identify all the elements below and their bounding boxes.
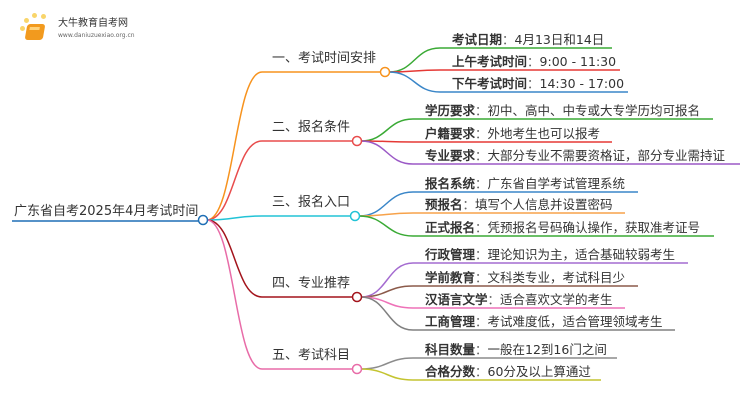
branch-collapse-toggle[interactable] <box>349 210 361 222</box>
leaf-value: 60分及以上算通过 <box>488 364 592 379</box>
leaf-key: 工商管理 <box>425 314 476 329</box>
site-logo: 大牛教育自考网 www.daniuzuexiao.org.cn <box>18 12 168 48</box>
branch-topic[interactable]: 四、专业推荐 <box>272 276 350 291</box>
leaf-value: 考试难度低，适合管理领域考生 <box>488 314 663 329</box>
leaf-connector <box>388 71 441 93</box>
leaf-value: 外地考生也可以报考 <box>488 126 601 141</box>
branch-topic[interactable]: 三、报名入口 <box>272 194 350 210</box>
leaf-connector <box>388 47 441 73</box>
leaf-separator: ： <box>475 126 488 141</box>
branch-connector <box>206 215 263 221</box>
leaf-connector <box>360 357 414 370</box>
leaf-value: 填写个人信息并设置密码 <box>475 197 613 212</box>
leaf-separator: ： <box>488 292 501 307</box>
leaf-topic[interactable]: 汉语言文学：适合喜欢文学的考生 <box>425 292 613 307</box>
leaf-separator: ： <box>475 270 488 285</box>
leaf-separator: ： <box>475 342 488 357</box>
leaf-topic[interactable]: 下午考试时间：14:30 - 17:00 <box>452 76 624 91</box>
leaf-value: 适合喜欢文学的考生 <box>500 292 613 307</box>
leaf-topic[interactable]: 报名系统：广东省自学考试管理系统 <box>425 176 625 191</box>
leaf-key: 学历要求 <box>425 103 476 118</box>
leaf-separator: ： <box>502 32 515 47</box>
logo-url: www.daniuzuexiao.org.cn <box>58 32 135 39</box>
leaf-value: 14:30 - 17:00 <box>540 76 625 91</box>
leaf-topic[interactable]: 专业要求：大部分专业不需要资格证，部分专业需持证 <box>425 148 726 163</box>
leaf-separator: ： <box>475 220 488 235</box>
root-topic[interactable]: 广东省自考2025年4月考试时间 <box>14 204 198 219</box>
branch-connector <box>206 71 263 221</box>
leaf-topic[interactable]: 科目数量：一般在12到16门之间 <box>425 342 607 357</box>
leaf-key: 学前教育 <box>425 270 476 285</box>
leaf-topic[interactable]: 学前教育：文科类专业，考试科目少 <box>425 270 625 285</box>
leaf-separator: ： <box>475 148 488 163</box>
logo-dot <box>32 13 37 18</box>
leaf-key: 正式报名 <box>425 220 475 235</box>
logo-dot <box>24 18 29 23</box>
leaf-key: 专业要求 <box>425 148 476 163</box>
leaf-separator: ： <box>475 247 488 262</box>
root-collapse-toggle[interactable] <box>197 214 209 226</box>
leaf-topic[interactable]: 合格分数：60分及以上算通过 <box>425 364 591 379</box>
leaf-key: 户籍要求 <box>425 126 476 141</box>
branch-topic[interactable]: 二、报名条件 <box>272 119 350 135</box>
leaf-topic[interactable]: 行政管理：理论知识为主，适合基础较弱考生 <box>424 247 675 262</box>
leaf-topic[interactable]: 预报名：填写个人信息并设置密码 <box>425 197 613 212</box>
leaf-separator: ： <box>463 197 476 212</box>
leaf-separator: ： <box>527 76 540 91</box>
leaf-value: 4月13日和14日 <box>515 32 605 47</box>
branch-collapse-toggle[interactable] <box>351 291 363 303</box>
leaf-value: 初中、高中、中专或大专学历均可报名 <box>488 103 701 118</box>
leaf-key: 合格分数 <box>425 364 476 379</box>
logo-title: 大牛教育自考网 <box>58 18 128 29</box>
leaf-value: 广东省自学考试管理系统 <box>488 176 626 191</box>
branch-connector <box>206 219 263 370</box>
leaf-topic[interactable]: 正式报名：凭预报名号码确认操作，获取准考证号 <box>425 220 700 235</box>
leaf-key: 报名系统 <box>425 176 476 191</box>
branch-collapse-toggle[interactable] <box>379 66 391 78</box>
leaf-connector <box>358 215 414 237</box>
leaf-separator: ： <box>475 176 488 191</box>
leaf-value: 一般在12到16门之间 <box>488 342 607 357</box>
leaf-topic[interactable]: 考试日期：4月13日和14日 <box>452 32 604 47</box>
leaf-key: 汉语言文学 <box>425 292 488 307</box>
leaf-connector <box>360 296 414 331</box>
leaf-separator: ： <box>475 364 488 379</box>
leaf-key: 科目数量 <box>425 342 476 357</box>
leaf-topic[interactable]: 工商管理：考试难度低，适合管理领域考生 <box>425 314 663 329</box>
branch-connector <box>206 219 263 298</box>
leaf-separator: ： <box>527 54 540 69</box>
leaf-topic[interactable]: 上午考试时间：9:00 - 11:30 <box>452 54 616 69</box>
leaf-topic[interactable]: 学历要求：初中、高中、中专或大专学历均可报名 <box>425 103 700 118</box>
leaf-connector <box>360 118 414 142</box>
leaf-separator: ： <box>475 103 488 118</box>
leaf-value: 凭预报名号码确认操作，获取准考证号 <box>488 220 701 235</box>
branch-collapse-toggle[interactable] <box>351 363 363 375</box>
leaf-key: 考试日期 <box>452 32 502 47</box>
logo-dot <box>20 26 25 31</box>
leaf-value: 大部分专业不需要资格证，部分专业需持证 <box>488 148 726 163</box>
leaf-value: 文科类专业，考试科目少 <box>488 270 626 285</box>
leaf-key: 行政管理 <box>424 247 476 262</box>
logo-dot <box>41 14 46 19</box>
leaf-key: 下午考试时间 <box>452 76 527 91</box>
leaf-key: 预报名 <box>425 197 463 212</box>
branch-topic[interactable]: 五、考试科目 <box>272 348 350 363</box>
branch-collapse-toggle[interactable] <box>351 135 363 147</box>
leaf-key: 上午考试时间 <box>452 54 527 69</box>
branch-topic[interactable]: 一、考试时间安排 <box>272 51 376 66</box>
leaf-value: 理论知识为主，适合基础较弱考生 <box>488 247 676 262</box>
leaf-separator: ： <box>475 314 488 329</box>
leaf-connector <box>360 140 414 165</box>
leaf-connector <box>360 368 414 381</box>
leaf-topic[interactable]: 户籍要求：外地考生也可以报考 <box>425 126 600 141</box>
leaf-value: 9:00 - 11:30 <box>540 54 617 69</box>
branch-connector <box>206 140 263 221</box>
